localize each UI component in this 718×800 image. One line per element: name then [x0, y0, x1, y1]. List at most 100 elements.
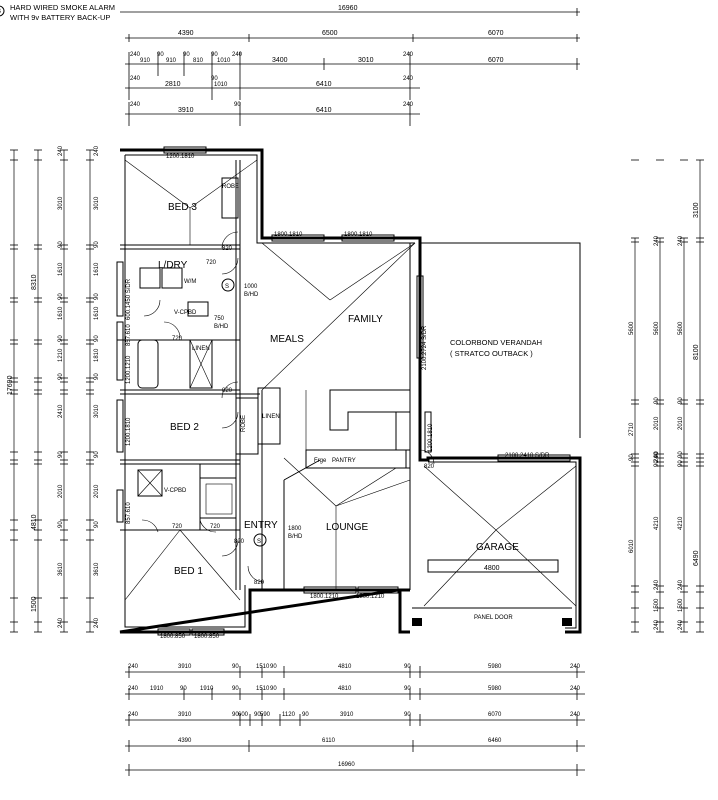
opening-labels: 1200.1810 1800.1810 1800.1810 600.1450 S… — [126, 154, 550, 640]
dim-left-col4: 240 — [94, 617, 100, 628]
room-entry: ENTRY — [244, 520, 278, 531]
dim-bottom-row4: 4390 — [178, 738, 192, 744]
smoke-alarm-icon — [0, 5, 5, 17]
windows — [116, 146, 571, 636]
dim-bottom-row1: 90 — [404, 664, 411, 670]
window-size-kitchen: 1200.1810 — [428, 423, 434, 452]
dim-top-r3b-1: 910 — [140, 58, 151, 64]
dim-right-col3: 90 — [654, 397, 660, 404]
fridge-label: Frge — [314, 458, 327, 464]
door-size: 820 — [222, 246, 233, 252]
bulkhead-size: 750 — [214, 316, 225, 322]
window-size-lounge-1: 1800.1210 — [310, 594, 339, 600]
dim-left-col3: 2010 — [58, 484, 64, 498]
dim-left-col4: 3610 — [94, 562, 100, 576]
dim-top-r3-d: 90 — [211, 52, 218, 58]
linen-label: LINEN — [262, 414, 280, 420]
dim-top-r3b-6: 3010 — [358, 57, 374, 64]
dim-bottom-row3: 90 — [232, 712, 239, 718]
washing-machine-label: W/M — [184, 279, 196, 285]
window-size-bed1-2: 1800.850 — [194, 634, 220, 640]
dim-left-col4: 90 — [94, 241, 100, 248]
dim-left-col3: 90 — [58, 241, 64, 248]
window-size-laundry: 600.1450 S/DR — [126, 278, 132, 320]
door-size: 820 — [424, 464, 435, 470]
outer-wall — [119, 148, 582, 634]
room-garage: GARAGE — [476, 542, 519, 553]
dim-bottom-row3: 240 — [570, 712, 581, 718]
room-bed2: BED 2 — [170, 422, 199, 433]
dim-bottom-row3: 600 — [238, 712, 249, 718]
dim-left-col4: 3010 — [94, 196, 100, 210]
dim-right-col4: 2010 — [678, 416, 684, 430]
room-meals: MEALS — [270, 334, 304, 345]
dim-left-col3: 90 — [58, 373, 64, 380]
dim-bottom-row2: 240 — [570, 686, 581, 692]
dim-left-col4: 1610 — [94, 306, 100, 320]
dim-top-r2-1: 4390 — [178, 30, 194, 37]
dim-right-c1-3: 6490 — [693, 550, 700, 566]
dim-left-col3: 240 — [58, 617, 64, 628]
dim-left-col3: 240 — [58, 145, 64, 156]
dim-bottom-row3: 590 — [260, 712, 271, 718]
dim-right-col2: 90 — [629, 454, 635, 461]
dim-right-col3: 90 — [654, 460, 660, 467]
dim-right-col4: 4210 — [678, 516, 684, 530]
dim-bottom-row3: 1120 — [282, 712, 296, 718]
smoke-alarm-label: S — [225, 284, 229, 290]
garage-door-width: 4800 — [484, 565, 500, 572]
legend: S HARD WIRED SMOKE ALARM WITH 9v BATTERY… — [0, 3, 115, 22]
dim-bottom-row3: 3910 — [340, 712, 354, 718]
dim-left-col3: 1610 — [58, 262, 64, 276]
dim-left-col3: 90 — [58, 451, 64, 458]
dim-right-col4: 5600 — [678, 321, 684, 335]
dim-top-r4b-3: 6410 — [316, 81, 332, 88]
window-size-bed1-1: 1800.850 — [160, 634, 186, 640]
dim-top-r4b-1: 2810 — [165, 81, 181, 88]
dim-left-col4: 90 — [94, 293, 100, 300]
dim-bottom-row2: 90 — [180, 686, 187, 692]
dim-left-col3: 1610 — [58, 306, 64, 320]
dim-bottom-row2: 1510 — [256, 686, 270, 692]
window-size-bath-2: 1200.1210 — [126, 355, 132, 384]
room-labels: BED 3 L/DRY MEALS FAMILY BED 2 ENTRY LOU… — [158, 202, 542, 577]
smoke-alarms: S S — [221, 278, 267, 547]
door-size: 820 — [234, 539, 245, 545]
door-size: 720 — [172, 336, 183, 342]
dim-bottom-row3: 3910 — [178, 712, 192, 718]
dim-left-outer: 17690 — [7, 375, 14, 395]
dim-top-r2-3: 6070 — [488, 30, 504, 37]
roof-hip-lines — [124, 159, 577, 607]
dim-top-r2-2: 6500 — [322, 30, 338, 37]
smoke-alarm-icon — [221, 278, 235, 292]
dim-top-r3b-2: 910 — [166, 58, 177, 64]
dim-left-col3: 1210 — [58, 348, 64, 362]
dim-top-r3b-3: 810 — [193, 58, 204, 64]
dim-left-col4: 240 — [94, 145, 100, 156]
dim-right-col3: 1500 — [654, 598, 660, 612]
dim-top-r4-b: 90 — [211, 76, 218, 82]
dim-right-col4: 240 — [678, 579, 684, 590]
window-size-bath-1: 857.610 — [126, 324, 132, 346]
dim-right-col3: 4210 — [654, 516, 660, 530]
dim-top-r3-f: 240 — [403, 52, 414, 58]
dim-top-r5-c: 240 — [403, 102, 414, 108]
bulkhead-size: B/HD — [214, 324, 229, 330]
dim-right-col2: 2710 — [629, 422, 635, 436]
vanity-cupboard-label: V-CPBD — [174, 310, 197, 316]
pantry-label: PANTRY — [332, 458, 356, 464]
dim-right-col4: 90 — [678, 397, 684, 404]
dim-bottom-row1: 240 — [128, 664, 139, 670]
dim-bottom-row1: 240 — [570, 664, 581, 670]
dim-right-col4: 90 — [678, 451, 684, 458]
room-family: FAMILY — [348, 314, 383, 325]
smoke-alarm-label: S — [257, 539, 261, 545]
window-size-ensuite: 857.610 — [126, 502, 132, 524]
dim-right-col2: 6010 — [629, 539, 635, 553]
dim-left-col4: 1610 — [94, 262, 100, 276]
dim-left-col3: 2410 — [58, 404, 64, 418]
room-laundry: L/DRY — [158, 260, 188, 271]
dim-left-col4: 3010 — [94, 404, 100, 418]
right-dimensions: 3100 8100 6490 5600271090601024056009020… — [629, 159, 704, 633]
